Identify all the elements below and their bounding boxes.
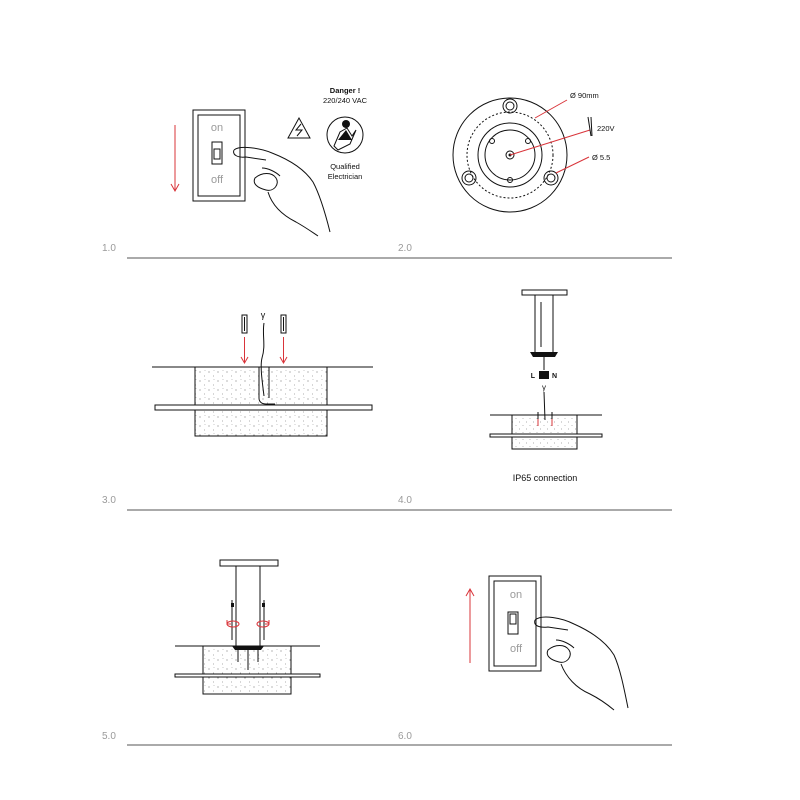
qualified-label: Qualified [330,162,360,171]
cable-end-icon [587,116,593,137]
svg-text:γ: γ [542,383,546,392]
electrician-label: Electrician [328,172,363,181]
voltage-warning-label: 220/240 VAC [323,96,368,105]
neutral-label: N [552,373,557,380]
step-4-connection: L N γ IP65 connection [489,289,603,483]
hand-icon [534,616,629,711]
screw-hole-top [502,98,518,114]
lightning-warning-icon [287,116,311,139]
step-number-1: 1.0 [102,243,116,254]
hole-label: Ø 5.5 [592,153,610,162]
step-number-4: 4.0 [398,495,412,506]
hand-icon [233,146,331,237]
step-number-2: 2.0 [398,243,412,254]
voltage-label: 220V [597,124,615,133]
danger-label: Danger ! [330,86,360,95]
step-number-3: 3.0 [102,495,116,506]
step-3-anchors: γ [152,310,373,437]
live-label: L [531,373,536,380]
electrician-icon [326,116,364,154]
switch-on-label-2: on [510,589,522,601]
anchor-left [240,314,249,364]
switch-off-label-2: off [510,643,523,655]
screw-hole-right [543,170,559,186]
wall-switch-2: on off [488,575,542,672]
step-2-mount-base: Ø 90mm 220V Ø 5.5 [452,91,615,213]
rotate-icon [226,620,270,628]
step-6-switch-on: on off [465,575,629,711]
wall-switch: on off [192,109,246,202]
arrow-up-icon [465,587,475,663]
screw-hole-left [461,170,477,186]
step-1-switch-off: on off Danger ! 220/240 VAC Qualified El… [170,86,368,237]
arrow-down-icon [170,125,180,193]
anchor-right [279,314,288,364]
diameter-label: Ø 90mm [570,91,599,100]
svg-text:γ: γ [261,310,266,320]
step-number-5: 5.0 [102,731,116,742]
step-5-fixing [174,559,321,695]
switch-off-label: off [211,174,224,186]
section-rules [127,257,672,746]
ip65-caption: IP65 connection [513,473,578,483]
step-number-6: 6.0 [398,731,412,742]
switch-on-label: on [211,122,223,134]
